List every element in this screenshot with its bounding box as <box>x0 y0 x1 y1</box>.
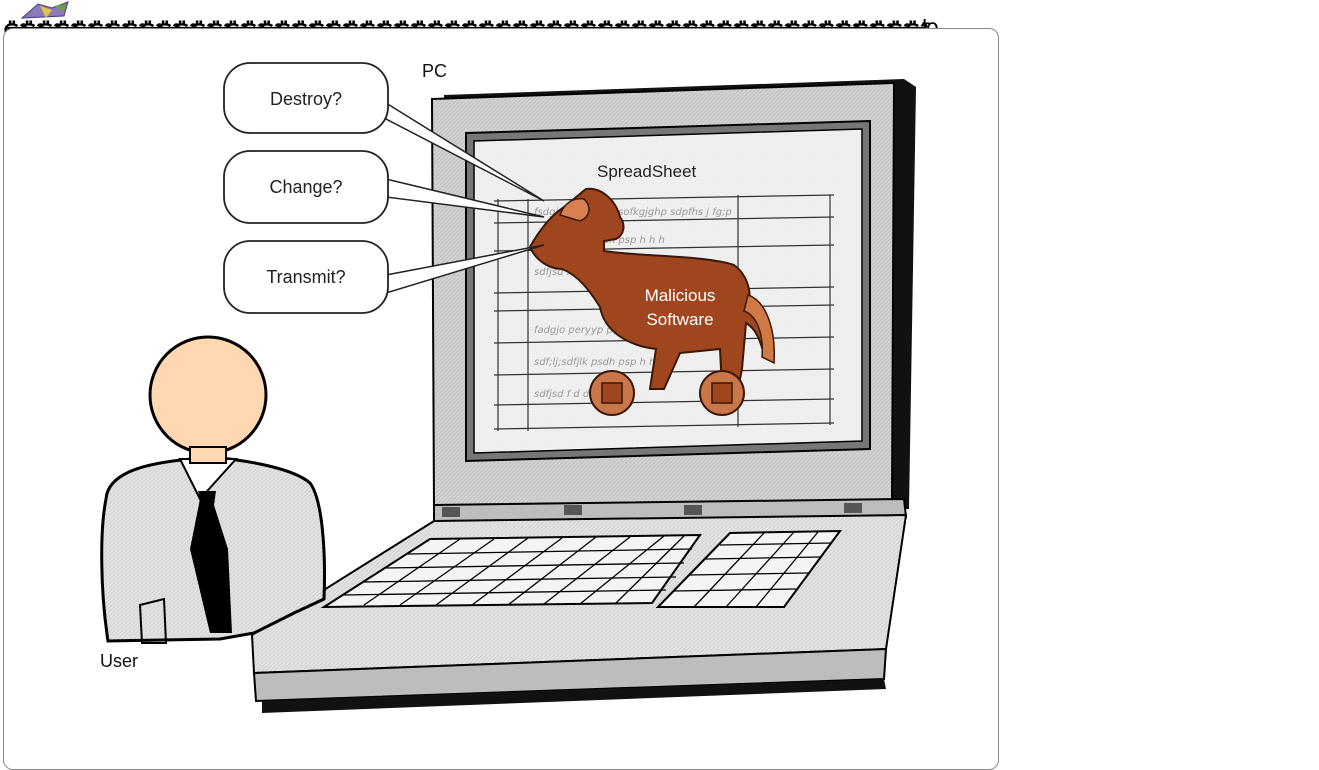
bubble-change: Change? <box>223 150 545 224</box>
bubble-transmit-text: Transmit? <box>266 267 345 287</box>
bubble-destroy-text: Destroy? <box>270 89 342 109</box>
right-wheel-icon <box>699 370 745 416</box>
numeric-keypad <box>655 529 843 608</box>
diagram-frame: SpreadSheet fsdgjo peryyp pdsofkgjghp sd… <box>3 28 999 770</box>
sheet-row-5: sdf;lj;sdfjlk psdh psp h h h <box>534 357 665 368</box>
trojan-horse-diagram: SpreadSheet fsdgjo peryyp pdsofkgjghp sd… <box>100 61 916 713</box>
sheet-row-1: fsdgjo peryyp pdsofkgjghp sdpfhs j fg;p <box>534 207 732 218</box>
keyboard <box>320 533 702 609</box>
bubble-destroy: Destroy? <box>223 62 545 202</box>
trojan-label-line1: Malicious <box>645 286 716 305</box>
corner-logo-icon <box>18 0 72 20</box>
user-label: User <box>100 651 138 671</box>
spreadsheet-title: SpreadSheet <box>597 162 697 181</box>
bubble-transmit: Transmit? <box>223 240 545 314</box>
trojan-label-line2: Software <box>646 310 713 329</box>
laptop-base <box>250 513 908 713</box>
pc-label: PC <box>422 61 447 81</box>
sheet-row-3: sdfjsd fsd <box>534 267 582 278</box>
left-wheel-icon <box>589 370 635 416</box>
user-figure-icon <box>100 335 326 644</box>
trojan-horse-icon: Malicious Software <box>528 187 775 416</box>
sheet-row-6: sdfjsd f d df <box>534 389 594 400</box>
bubble-change-text: Change? <box>269 177 342 197</box>
